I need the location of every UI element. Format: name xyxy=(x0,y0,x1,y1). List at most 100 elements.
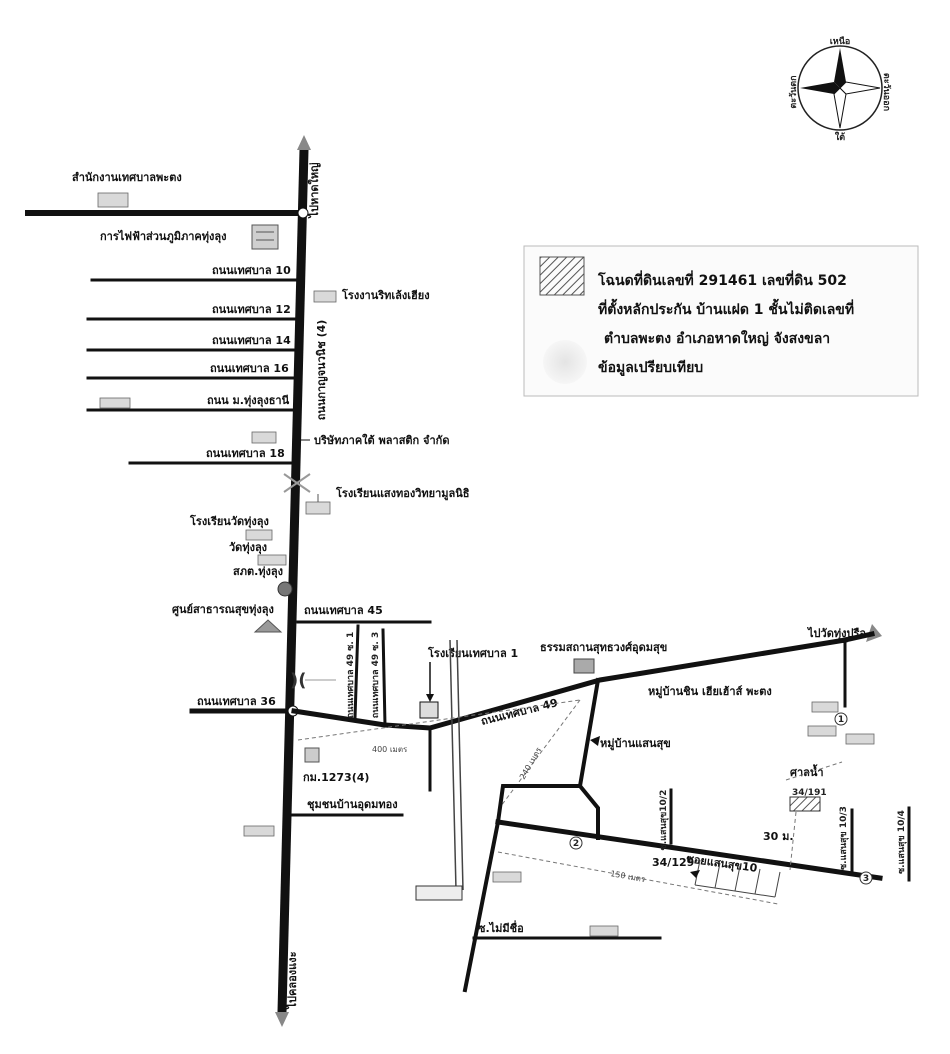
road-soi3-label: ถนนเทศบาล 49 ซ. 3 xyxy=(371,632,381,718)
dharma-place-label: ธรรมสถานสุทธวงศ์อุดมสุข xyxy=(540,641,667,655)
road-36-label: ถนนเทศบาล 36 xyxy=(197,695,276,708)
health-center-label: ศูนย์สาธารณสุขทุ่งลุง xyxy=(172,603,274,617)
distance-30-label: 30 ม. xyxy=(763,830,794,843)
road-16-label: ถนนเทศบาล 16 xyxy=(210,362,289,375)
company-building-icon xyxy=(251,431,277,444)
police-emblem-icon xyxy=(277,581,293,597)
electric-office-label: การไฟฟ้าส่วนภูมิภาคทุ่งลุง xyxy=(100,229,226,244)
compass-east-label: ตะวันออก xyxy=(881,73,892,111)
community-label: ชุมชนบ้านอุดมทอง xyxy=(307,798,398,812)
collateral-plot-icon xyxy=(789,796,821,812)
road-soi-1 xyxy=(353,624,360,720)
distance-line-400 xyxy=(297,699,581,741)
main-highway xyxy=(275,135,311,1027)
house-icon xyxy=(492,871,522,883)
marker-2-label: 2 xyxy=(573,839,579,849)
comparison-dot-swatch xyxy=(543,340,587,384)
bridge-icon xyxy=(283,473,311,493)
legend-box xyxy=(523,245,919,397)
dharma-place-icon xyxy=(573,658,595,674)
sala-nam-label: ศาลน้ำ xyxy=(790,764,824,779)
compass-rose-icon xyxy=(797,45,883,131)
soi-10-3-label: ซ.แสนสุข 10/3 xyxy=(839,806,849,870)
school-municipal1-icon xyxy=(419,701,439,719)
temple-icon xyxy=(257,554,287,566)
arrow-down-small-icon xyxy=(426,694,434,702)
school-saengthong-icon xyxy=(305,494,331,515)
road-45-label: ถนนเทศบาล 45 xyxy=(304,604,383,617)
sala-nam-line xyxy=(785,761,843,781)
road-village-saensuk xyxy=(577,677,601,789)
pointer-arrow-icon xyxy=(590,736,600,746)
house-icon xyxy=(845,733,875,745)
house-icon xyxy=(99,397,131,409)
marker-1-label: 1 xyxy=(838,715,844,725)
factory-label: โรงงานริทเล้งเฮียง xyxy=(341,288,430,302)
legend-line-3: ตำบลพะตง อำเภอหาดใหญ่ จังสงขลา xyxy=(604,329,830,347)
distance-400-label: 400 เมตร xyxy=(372,745,408,754)
compass-north-label: เหนือ xyxy=(830,35,851,47)
road-12-label: ถนนเทศบาล 12 xyxy=(212,303,291,316)
junction-marker-icon xyxy=(297,207,309,219)
distance-line-30 xyxy=(789,811,797,871)
to-wat-label: ไปวัดทุ่งปรือ xyxy=(806,626,866,641)
house-icon xyxy=(807,725,837,737)
legend-line-4: ข้อมูลเปรียบเทียบ xyxy=(598,360,703,376)
road-soi-saensuk-10 xyxy=(495,819,883,881)
road-14-label: ถนนเทศบาล 14 xyxy=(212,334,291,347)
school-watthunglung-label: โรงเรียนวัดทุ่งลุง xyxy=(189,514,269,529)
arrow-down-icon xyxy=(275,1012,289,1027)
marker-3-icon xyxy=(859,871,873,885)
soi-10-4-label: ซ.แสนสุข 10/4 xyxy=(897,810,907,874)
pointer-arrow-icon xyxy=(690,870,700,878)
compass-west-label: ตะวันตก xyxy=(788,75,799,108)
distance-line-150 xyxy=(497,851,779,905)
distance-line-240 xyxy=(497,699,581,811)
to-hatyai-label: ไปหาดใหญ่ xyxy=(307,162,321,219)
health-center-icon xyxy=(253,619,283,633)
bridge-marker-icon: )( xyxy=(290,670,306,691)
village-chin-label: หมู่บ้านชิน เฮียเฮ้าส์ พะตง xyxy=(648,685,772,699)
police-label: สภต.ทุ่งลุง xyxy=(233,565,283,579)
house-icon xyxy=(811,701,839,713)
collateral-hatch-swatch xyxy=(539,256,585,296)
marker-3-label: 3 xyxy=(863,874,869,884)
distance-240-label: 240 เมตร xyxy=(518,745,544,781)
municipal-office-label: สำนักงานเทศบาลพะตง xyxy=(72,171,182,184)
road-10-label: ถนนเทศบาล 10 xyxy=(212,264,291,277)
road-mthung-label: ถนน ม.ทุ่งลุงธานี xyxy=(207,394,290,408)
wat-thunglung-label: วัดทุ่งลุง xyxy=(229,541,267,555)
road-east-loop xyxy=(577,783,600,840)
house-icon xyxy=(589,925,619,937)
road-west-loop xyxy=(462,784,582,993)
distance-150-label: 150 เมตร xyxy=(610,869,647,884)
canal-line-1 xyxy=(449,639,457,891)
marker-2-icon xyxy=(569,836,583,850)
legend-line-1: โฉนดที่ดินเลขที่ 291461 เลขที่ดิน 502 xyxy=(597,270,847,289)
km-marker-icon xyxy=(304,747,320,763)
addr-34-129-label: 34/129 xyxy=(652,856,694,869)
company-label: บริษัทภาคใต้ พลาสติก จำกัด xyxy=(314,433,449,447)
arrow-up-icon xyxy=(297,135,311,150)
sign-board-icon xyxy=(415,885,463,901)
factory-building-icon xyxy=(313,290,337,303)
house-icon xyxy=(243,825,275,837)
municipal-office-building-icon xyxy=(97,192,129,208)
marker-1-icon xyxy=(834,712,848,726)
soi-10-2-label: ซ.แสนสุข10/2 xyxy=(659,790,669,851)
legend-line-2: ที่ตั้งหลักประกัน บ้านแฝด 1 ชั้นไม่ติดเล… xyxy=(598,298,854,318)
school-watthunglung-icon xyxy=(245,529,273,541)
electric-office-building-icon xyxy=(251,224,279,250)
road-18-label: ถนนเทศบาล 18 xyxy=(206,447,285,460)
addr-34-191-label: 34/191 xyxy=(792,788,827,798)
km-label: กม.1273(4) xyxy=(303,771,369,784)
canal-line-2 xyxy=(456,639,464,891)
compass-south-label: ใต้ xyxy=(835,131,845,143)
road-soi-3 xyxy=(381,628,387,727)
road-to-wat xyxy=(842,631,875,643)
school-saengthong-label: โรงเรียนแสงทองวิทยามูลนิธิ xyxy=(335,486,470,501)
village-saensuk-label: หมู่บ้านแสนสุข xyxy=(600,737,671,751)
soi-maisiri-label: ซ.ไม่มีชื่อ xyxy=(478,920,524,935)
road-soi1-label: ถนนเทศบาล 49 ซ. 1 xyxy=(346,632,356,718)
